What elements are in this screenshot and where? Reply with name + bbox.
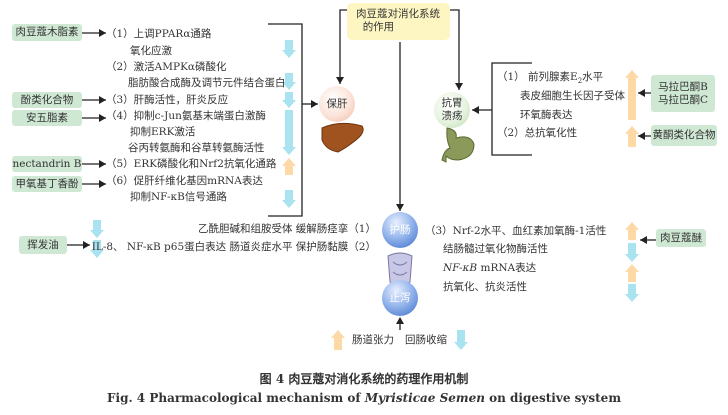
stomach-effect: （2）总抗氧化性 [497,127,578,139]
compound-box: 肉豆蔻木脂素 [12,24,82,41]
decrease-arrow-icon [625,284,639,302]
stomach-node: 抗胃溃疡 [434,92,470,128]
arrowhead [336,77,344,84]
arrowhead [455,83,463,90]
intestine-effect: 乙酰胆碱和组胺受体 缓解肠痉挛（1） [197,223,376,235]
compound-box: nectandrin B [12,156,82,172]
arrowhead [311,100,318,108]
diarrhea-effect: 回肠收缩 [405,334,447,346]
compound-box: 黄酮类化合物 [651,125,717,146]
liver-effect: （1）上调PPARα通路 [106,28,212,40]
liver-effect: （5）ERK磷酸化和Nrf2抗氧化通路 [106,158,277,170]
liver-effect: 抑制ERK激活 [130,126,196,138]
liver-effect: 抑制NF-κB信号通路 [130,191,227,203]
decrease-arrow-icon [90,240,104,258]
intestine-effect: 抗氧化、抗炎活性 [443,281,527,293]
liver-effect: （2）激活AMPKα磷酸化 [106,61,227,73]
connector-line [450,9,460,90]
decrease-arrow-icon [625,243,639,262]
arrowhead [99,180,106,188]
diarrhea-effect: 肠道张力 [352,334,394,346]
connector-line [339,9,347,84]
intestine-node: 护肠 [382,212,418,248]
arrowhead [472,106,479,114]
caption-en: Fig. 4 Pharmacological mechanism of Myri… [106,391,622,405]
arrowhead [99,160,106,168]
compound-box: 肉豆蔻醚 [656,229,706,247]
increase-arrow-icon [625,264,639,282]
liver-effect: （4）抑制c-Jun氨基末端蛋白激酶 [106,110,266,122]
decrease-arrow-icon [90,220,104,238]
arrowhead [99,96,106,104]
intestine-effect: NF-κB mRNA表达 [443,262,537,274]
stomach-effect: 环氧酶表达 [520,109,573,121]
arrowhead [396,204,404,211]
arrowhead [640,236,647,244]
arrowhead [396,317,404,324]
intestine-effect: 结肠髓过氧化物酶活性 [443,243,548,255]
compound-box: 安五脂素 [12,110,82,126]
liver-effect: （6）促肝纤维化基因mRNA表达 [106,175,263,187]
increase-arrow-icon [625,222,639,240]
increase-arrow-icon [625,126,639,147]
diarrhea-node: 止泻 [382,280,418,316]
liver-effect: 脂肪酸合成酶及调节元件结合蛋白 [128,77,286,89]
intestine-effect: （3）Nrf-2水平、血红素加氧酶-1活性 [425,225,607,237]
liver-effect: 氧化应激 [130,45,172,57]
liver-effect: （3）肝酶活性，肝炎反应 [106,94,229,106]
compound-box: 甲氧基丁香酚 [12,176,82,192]
liver-bracket [268,23,303,217]
arrowhead [638,132,645,140]
decrease-arrow-icon [282,40,296,58]
title-box: 肉豆蔻对消化系统 的作用 [347,3,450,40]
decrease-arrow-icon [282,110,296,155]
stomach-effect: 表皮细胞生长因子受体 [520,90,625,102]
decrease-arrow-icon [282,92,296,108]
arrowhead [638,89,645,97]
arrowhead [83,241,90,249]
decrease-arrow-icon [282,190,296,208]
decrease-arrow-icon [282,73,296,90]
arrowhead [99,114,106,122]
stomach-bracket [491,62,532,156]
increase-arrow-icon [282,158,296,175]
compound-box: 酚类化合物 [12,92,82,108]
title-line-2: 的作用 [362,21,395,33]
arrowhead [99,29,106,37]
increase-arrow-icon [625,70,639,120]
caption-cn: 图 4 肉豆蔻对消化系统的药理作用机制 [259,372,469,386]
increase-arrow-icon [331,330,345,350]
stomach-effect: （1） 前列腺素E2水平 [497,71,604,86]
decrease-arrow-icon [454,330,468,350]
stomach-label: 溃疡 [441,110,463,122]
liver-node: 保肝 [319,86,355,122]
title-line-1: 肉豆蔻对消化系统 [356,8,440,20]
compound-box: 挥发油 [19,236,67,254]
stomach-label: 抗胃 [441,97,463,109]
intestine-effect: IL-8、 NF-κB p65蛋白表达 肠道炎症水平 保护肠黏膜（2） [91,241,376,253]
liver-effect: 谷丙转氨酶和谷草转氨酶活性 [128,142,265,154]
